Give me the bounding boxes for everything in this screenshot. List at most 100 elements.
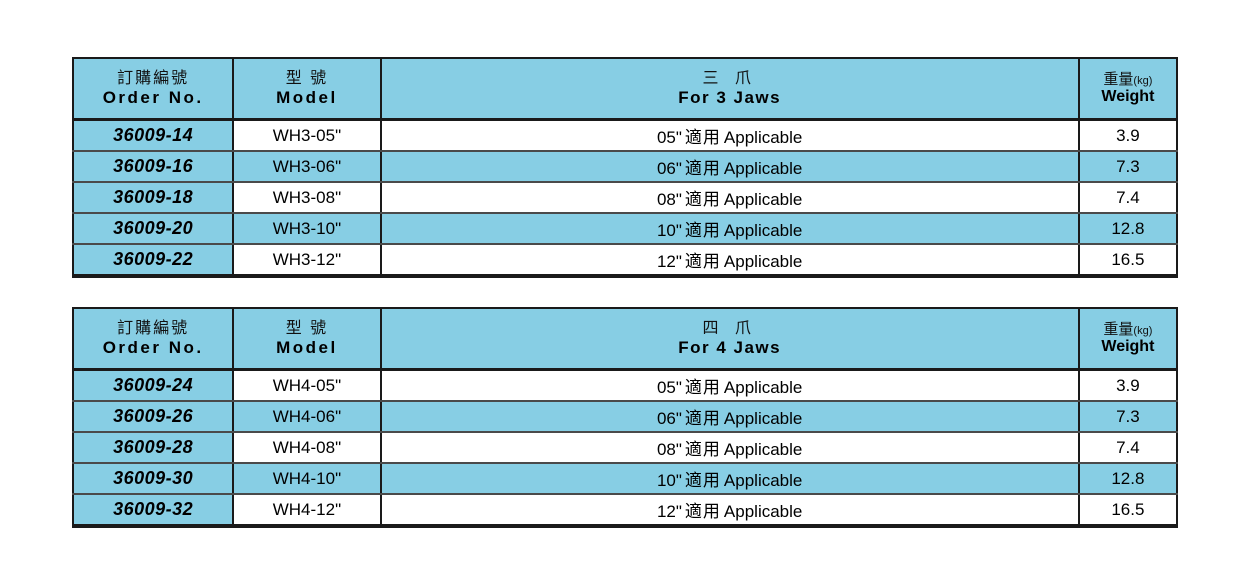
cell-order-no: 36009-24 xyxy=(73,369,235,402)
cell-model: WH4-12" xyxy=(233,494,382,526)
column-header-weight: 重量(kg) Weight xyxy=(1078,308,1177,371)
cell-jaws-size: 12" xyxy=(656,252,682,271)
cell-jaws-size: 06" xyxy=(656,159,682,178)
column-header-order-no-en: Order No. xyxy=(102,87,204,107)
column-header-model-en: Model xyxy=(276,87,338,107)
cell-jaws-size: 10" xyxy=(656,221,682,240)
cell-weight: 7.4 xyxy=(1078,432,1177,464)
cell-order-no: 36009-16 xyxy=(73,151,235,183)
column-header-order-no-en: Order No. xyxy=(102,337,204,357)
cell-weight: 3.9 xyxy=(1078,369,1177,402)
column-header-jaws-cn: 三 爪 xyxy=(702,69,757,87)
column-header-jaws-en: For 4 Jaws xyxy=(678,337,782,357)
cell-jaws-en: Applicable xyxy=(723,190,803,209)
cell-model: WH4-08" xyxy=(233,432,382,464)
cell-jaws-cn: 適用 xyxy=(684,378,721,397)
cell-jaws-cn: 適用 xyxy=(684,440,721,459)
cell-order-no: 36009-30 xyxy=(73,463,235,495)
cell-jaws-en: Applicable xyxy=(723,409,803,428)
cell-jaws-size: 05" xyxy=(656,378,682,397)
cell-jaws-size: 05" xyxy=(656,128,682,147)
cell-jaws-size: 12" xyxy=(656,502,682,521)
cell-weight: 7.3 xyxy=(1078,151,1177,183)
column-header-weight-en: Weight xyxy=(1101,337,1155,355)
column-header-jaws: 四 爪 For 4 Jaws xyxy=(380,308,1080,371)
cell-order-no: 36009-32 xyxy=(73,494,235,526)
cell-weight: 7.3 xyxy=(1078,401,1177,433)
column-header-weight-cn: 重量(kg) xyxy=(1080,322,1176,339)
cell-jaws-en: Applicable xyxy=(723,252,803,271)
cell-jaws-cn: 適用 xyxy=(684,409,721,428)
column-header-model: 型 號 Model xyxy=(233,308,382,371)
column-header-order-no-cn: 訂購編號 xyxy=(117,69,190,87)
cell-jaws-en: Applicable xyxy=(723,440,803,459)
column-header-jaws-cn: 四 爪 xyxy=(702,319,757,337)
column-header-weight-cn: 重量(kg) xyxy=(1080,72,1176,89)
column-header-weight-unit: (kg) xyxy=(1133,324,1153,337)
cell-model: WH4-06" xyxy=(233,401,382,433)
cell-jaws-en: Applicable xyxy=(723,471,803,490)
cell-order-no: 36009-28 xyxy=(73,432,235,464)
cell-weight: 7.4 xyxy=(1078,182,1177,214)
cell-jaws-cn: 適用 xyxy=(684,128,721,147)
column-header-weight-cn-text: 重量 xyxy=(1103,70,1134,88)
cell-jaws-size: 10" xyxy=(656,471,682,490)
cell-jaws-en: Applicable xyxy=(723,221,803,240)
cell-jaws-cn: 適用 xyxy=(684,221,721,240)
cell-order-no: 36009-20 xyxy=(73,213,235,245)
cell-model: WH3-08" xyxy=(233,182,382,214)
cell-model: WH4-05" xyxy=(233,369,382,402)
cell-jaws-en: Applicable xyxy=(723,128,803,147)
cell-jaws-en: Applicable xyxy=(723,502,803,521)
column-header-model-cn: 型 號 xyxy=(285,319,329,337)
column-header-order-no-cn: 訂購編號 xyxy=(117,319,190,337)
cell-jaws-cn: 適用 xyxy=(684,471,721,490)
cell-jaws-size: 08" xyxy=(656,190,682,209)
column-header-order-no: 訂購編號 Order No. xyxy=(73,58,235,121)
column-header-weight-unit: (kg) xyxy=(1133,74,1153,87)
column-header-weight: 重量(kg) Weight xyxy=(1078,58,1177,121)
column-header-order-no: 訂購編號 Order No. xyxy=(73,308,235,371)
table-header-row: 訂購編號 Order No. 型 號 Model 三 爪 For 3 Jaws … xyxy=(73,58,1177,121)
cell-model: WH3-12" xyxy=(233,244,382,276)
column-header-weight-cn-text: 重量 xyxy=(1103,320,1134,338)
cell-weight: 12.8 xyxy=(1078,463,1177,495)
cell-weight: 12.8 xyxy=(1078,213,1177,245)
table-header-row: 訂購編號 Order No. 型 號 Model 四 爪 For 4 Jaws … xyxy=(73,308,1177,371)
column-header-model-en: Model xyxy=(276,337,338,357)
cell-jaws-size: 08" xyxy=(656,440,682,459)
column-header-model-cn: 型 號 xyxy=(285,69,329,87)
cell-model: WH3-05" xyxy=(233,119,382,152)
cell-order-no: 36009-14 xyxy=(73,119,235,152)
cell-jaws-en: Applicable xyxy=(723,159,803,178)
cell-weight: 16.5 xyxy=(1078,244,1177,276)
column-header-jaws: 三 爪 For 3 Jaws xyxy=(380,58,1080,121)
cell-jaws-cn: 適用 xyxy=(684,252,721,271)
for-4-jaws-table: 訂購編號 Order No. 型 號 Model 四 爪 For 4 Jaws … xyxy=(72,307,1178,528)
for-3-jaws-table: 訂購編號 Order No. 型 號 Model 三 爪 For 3 Jaws … xyxy=(72,57,1178,278)
cell-model: WH4-10" xyxy=(233,463,382,495)
cell-jaws-size: 06" xyxy=(656,409,682,428)
cell-weight: 3.9 xyxy=(1078,119,1177,152)
